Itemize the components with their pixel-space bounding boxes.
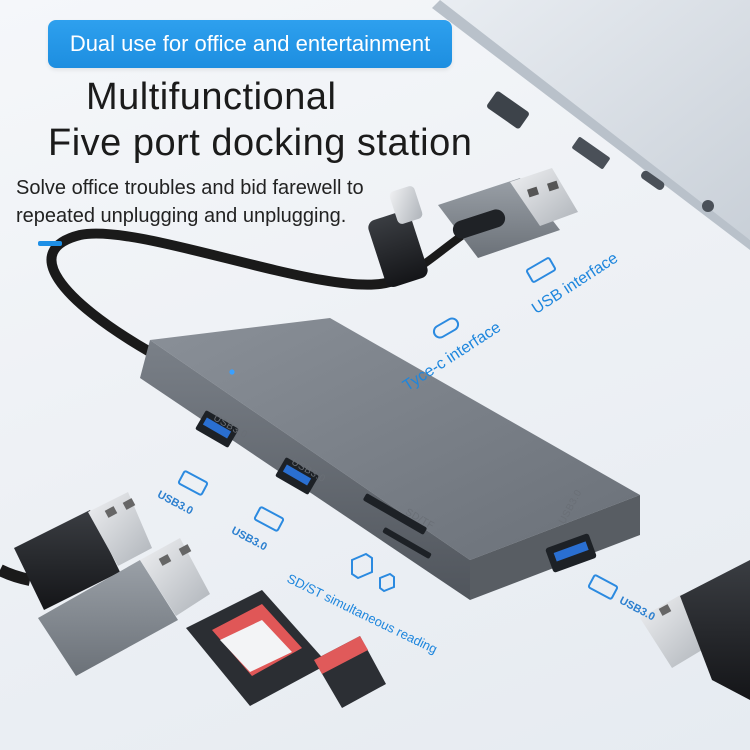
micro-sd-card [314,636,386,708]
laptop-hdmi-port-icon [487,91,529,129]
laptop [432,0,750,250]
headline: Multifunctional Five port docking statio… [48,74,472,166]
usb3-left-top-port-icon [177,470,209,496]
docking-station-hub [140,318,640,600]
usb-port-3 [545,533,597,573]
feature-banner: Dual use for office and entertainment [48,20,452,68]
subtext-line-1: Solve office troubles and bid farewell t… [16,177,364,199]
usb-a-adapter [438,168,578,258]
sd-slot-callout-icon [351,552,373,580]
usb-interface-port-icon [525,257,557,283]
laptop-usb-port-icon [572,137,610,169]
usb-a-plug-2 [38,538,210,676]
usb-a-plug-3 [640,560,750,700]
typec-plug [368,186,428,288]
subtext: Solve office troubles and bid farewell t… [16,174,364,230]
tf-slot-callout-icon [379,572,395,593]
usb-port-1 [195,410,239,448]
typec-interface-port-icon [432,317,460,339]
subtext-line-2: repeated unplugging and unplugging. [16,205,347,227]
sd-tf-slot [363,493,432,559]
headline-line-2: Five port docking station [48,122,473,164]
laptop-audio-jack-icon [702,200,714,212]
sd-card [186,590,328,706]
usb3-right-port-icon [587,574,619,600]
usb3-left-bottom-port-icon [253,506,285,532]
usb-a-plug-1 [0,492,152,610]
power-led-icon [229,369,235,375]
laptop-typec-port-icon [641,170,665,190]
headline-line-1: Multifunctional [86,76,337,118]
accent-divider [38,241,62,246]
usb-port-2 [275,457,319,495]
